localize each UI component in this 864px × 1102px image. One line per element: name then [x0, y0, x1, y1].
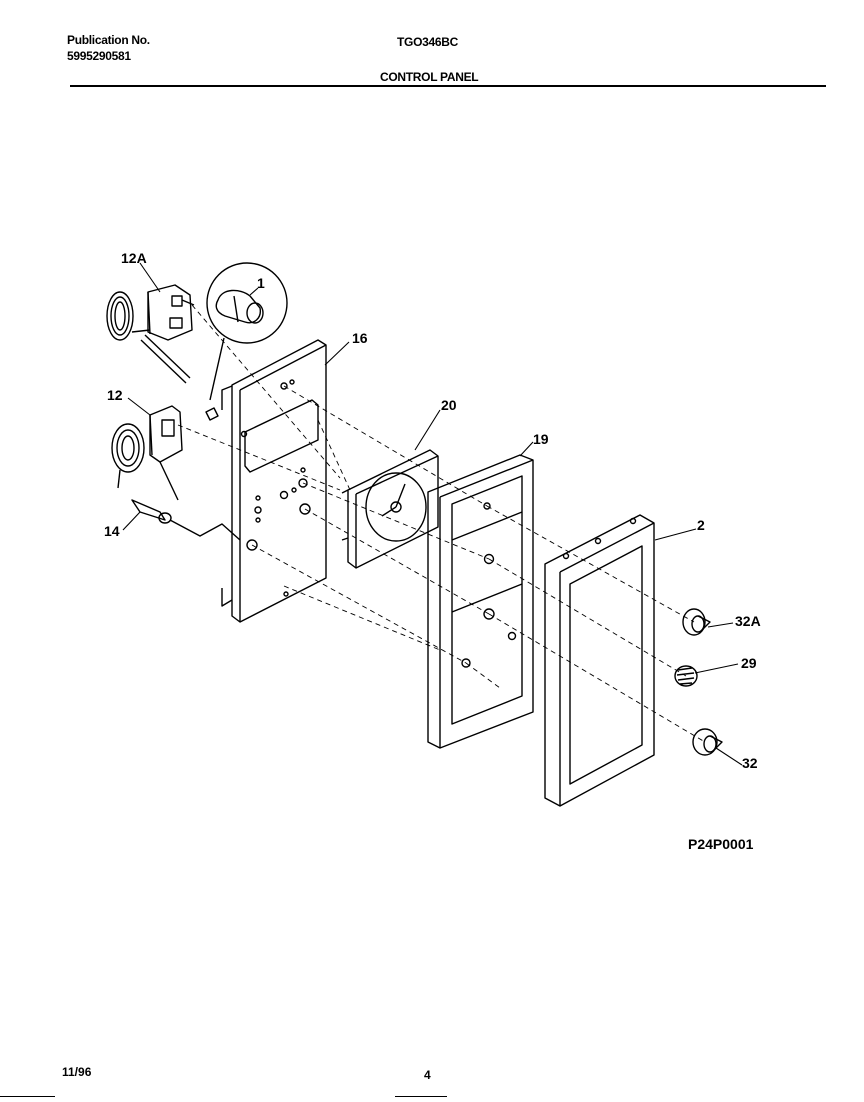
- bracket-panel-16: [221, 339, 327, 623]
- header-rule: [70, 85, 826, 87]
- model-number: TGO346BC: [397, 35, 458, 49]
- callout-14: 14: [104, 523, 120, 539]
- footer-rule-left: [0, 1096, 55, 1097]
- callout-2: 2: [697, 517, 705, 533]
- callout-12: 12: [107, 387, 123, 403]
- detail-circle-1: [205, 262, 288, 421]
- publication-number: 5995290581: [67, 49, 131, 63]
- timer-20: [341, 449, 439, 569]
- footer-rule-center: [395, 1096, 447, 1097]
- control-panel-19: [427, 454, 534, 749]
- footer-date: 11/96: [62, 1065, 92, 1079]
- callout-16: 16: [352, 330, 368, 346]
- trim-frame-2: [544, 514, 655, 807]
- callout-19: 19: [533, 431, 549, 447]
- callout-32: 32: [742, 755, 758, 771]
- figure-code: P24P0001: [688, 836, 754, 852]
- callout-12a: 12A: [121, 250, 147, 266]
- callout-29: 29: [741, 655, 757, 671]
- callout-20: 20: [441, 397, 457, 413]
- leader-lines: [122, 262, 743, 766]
- knob-32a: [682, 608, 711, 636]
- alignment-lines: [251, 385, 706, 743]
- page-number: 4: [424, 1068, 431, 1082]
- part-14-probe: [131, 499, 241, 541]
- thermostat-12: [111, 405, 341, 501]
- callout-32a: 32A: [735, 613, 761, 629]
- knob-29: [674, 665, 698, 687]
- section-title: CONTROL PANEL: [380, 70, 479, 84]
- thermostat-12a: [106, 284, 341, 479]
- knob-32: [692, 728, 723, 756]
- publication-label: Publication No.: [67, 33, 150, 47]
- callout-1: 1: [257, 275, 265, 291]
